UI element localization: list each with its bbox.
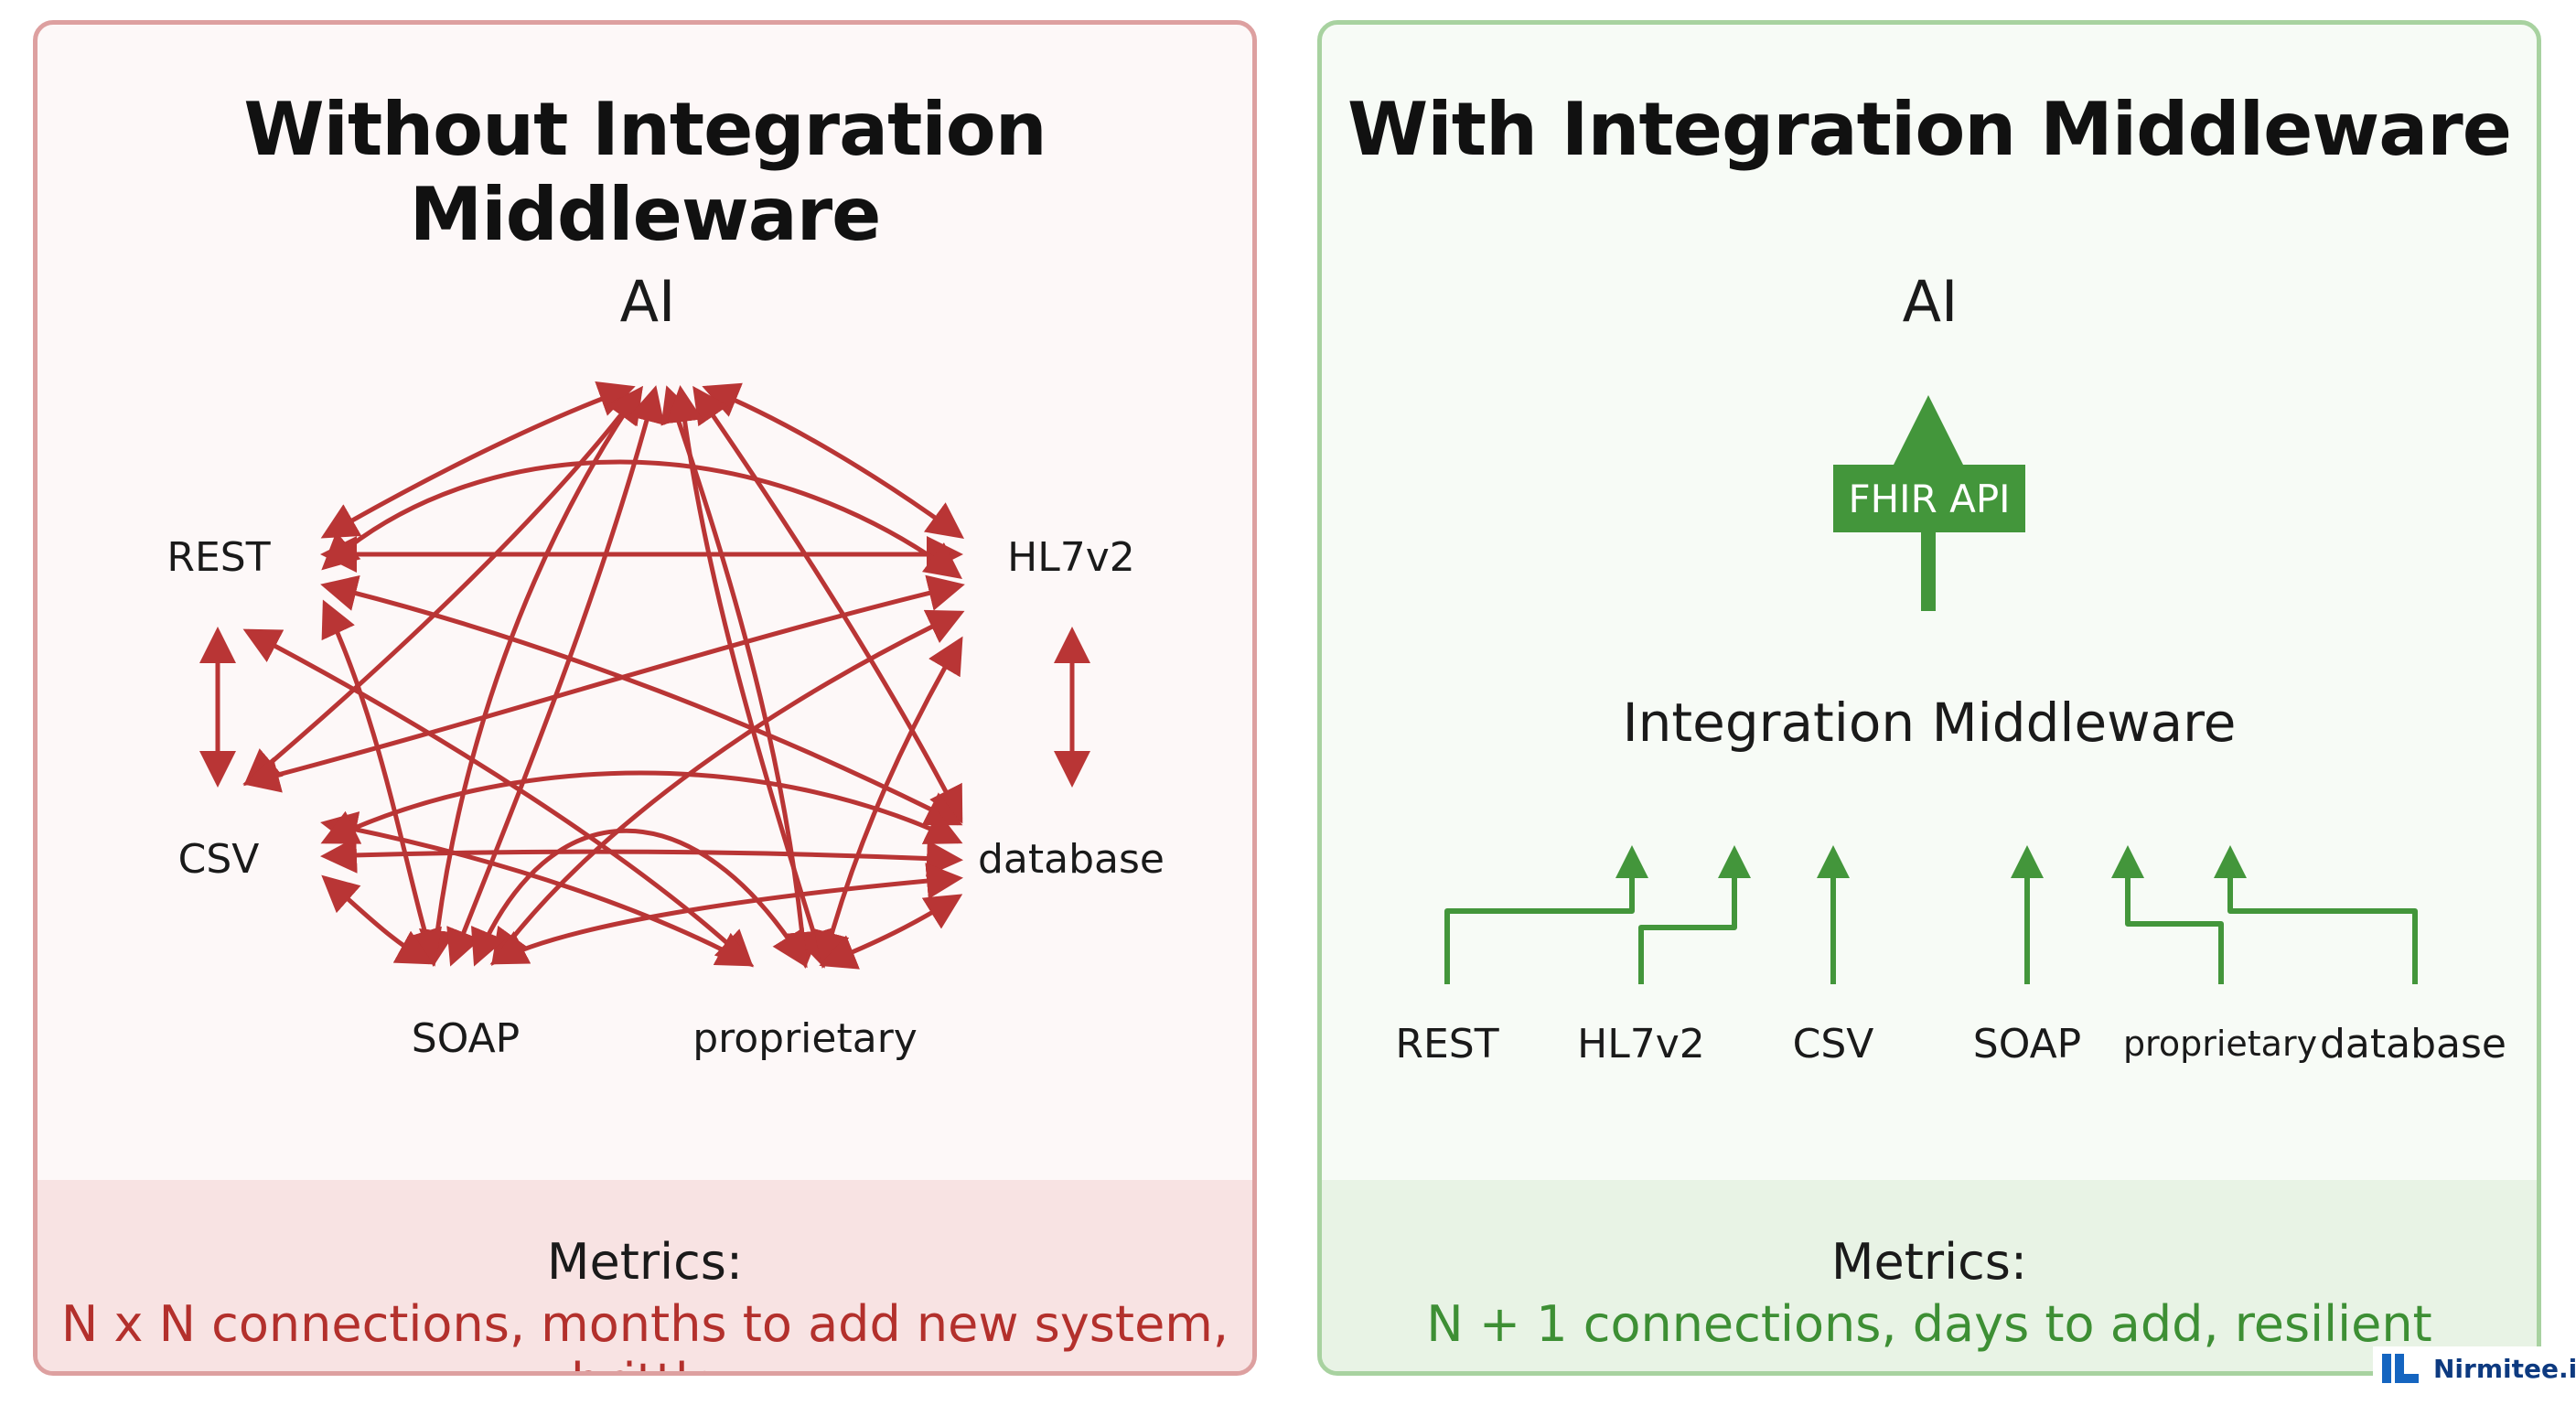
right-proprietary-label: proprietary [2122, 1024, 2318, 1064]
edge-loop-rest-hl7 [321, 459, 963, 579]
left-panel-title: Without Integration Middleware [243, 87, 1046, 257]
fhir-api-badge: FHIR API [1833, 465, 2025, 532]
left-soap-node: SOAP [357, 971, 574, 1105]
left-hl7v2-node: HL7v2 [962, 490, 1180, 624]
edge-rest-soap [321, 599, 442, 967]
right-panel-title: With Integration Middleware [1347, 87, 2512, 172]
right-metrics-label: Metrics: [1830, 1233, 2028, 1291]
brand-name: Nirmitee.io [2433, 1353, 2576, 1384]
edge-rest-middleware [1444, 845, 1648, 984]
left-proprietary-node: proprietary [692, 971, 918, 1105]
integration-middleware-node: Integration Middleware [1539, 611, 2320, 834]
with-middleware-panel: With Integration Middleware Metrics: N +… [1317, 20, 2541, 1376]
edge-db-prop [819, 894, 963, 970]
right-rest-label: REST [1395, 1020, 1499, 1067]
left-csv-node: CSV [121, 792, 317, 926]
right-metrics-value: N + 1 connections, days to add, resilien… [1426, 1295, 2432, 1353]
left-rest-node: REST [121, 490, 317, 624]
right-database-label: database [2320, 1020, 2506, 1067]
right-proprietary-node: proprietary [2123, 984, 2317, 1103]
right-ai-label: AI [1902, 267, 1959, 335]
left-metrics-value: N x N connections, months to add new sys… [60, 1295, 1229, 1371]
edge-loop-csv-db [320, 770, 963, 844]
right-metrics-section: Metrics: N + 1 connections, days to add,… [1322, 1180, 2537, 1371]
right-rest-node: REST [1358, 984, 1537, 1103]
edge-hl7-middleware [1638, 845, 1751, 984]
right-hl7v2-label: HL7v2 [1577, 1020, 1705, 1067]
left-soap-label: SOAP [411, 1014, 521, 1062]
left-ai-node: AI [509, 220, 787, 382]
left-rest-label: REST [166, 533, 271, 581]
left-metrics-label: Metrics: [546, 1233, 744, 1291]
left-proprietary-label: proprietary [692, 1014, 918, 1062]
edge-hl7-csv [242, 574, 965, 793]
edge-hl7-prop [813, 636, 963, 969]
right-soap-node: SOAP [1937, 984, 2117, 1103]
left-metrics-section: Metrics: N x N connections, months to ad… [38, 1180, 1252, 1371]
right-database-node: database [2320, 984, 2506, 1103]
edge-csv-soap [321, 874, 435, 965]
left-database-node: database [962, 792, 1180, 926]
right-csv-node: CSV [1744, 984, 1923, 1103]
left-ai-label: AI [619, 267, 676, 335]
edge-rest-db [320, 574, 963, 826]
right-csv-label: CSV [1792, 1020, 1874, 1067]
mesh-connections [199, 381, 1090, 970]
edge-csv-db [320, 836, 963, 877]
left-database-label: database [978, 835, 1165, 883]
integration-middleware-label: Integration Middleware [1622, 692, 2237, 754]
brand-footer: Nirmitee.io [2373, 1346, 2576, 1390]
left-csv-label: CSV [177, 835, 260, 883]
without-middleware-panel: Without Integration Middleware Metrics: … [33, 20, 1257, 1376]
right-hl7v2-node: HL7v2 [1551, 984, 1731, 1103]
right-ai-node: AI [1791, 220, 2069, 382]
left-hl7v2-label: HL7v2 [1007, 533, 1135, 581]
edge-prop-middleware [2111, 845, 2224, 984]
edge-db-middleware [2214, 845, 2418, 984]
nirmitee-logo-icon [2382, 1354, 2419, 1383]
right-soap-label: SOAP [1972, 1020, 2082, 1067]
